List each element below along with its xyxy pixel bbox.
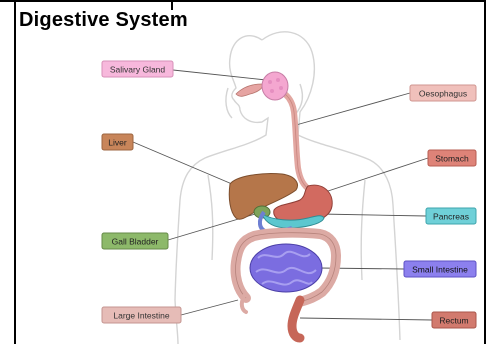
label-gall-bladder: Gall Bladder bbox=[102, 233, 168, 249]
label-salivary-gland-text: Salivary Gland bbox=[110, 65, 166, 75]
label-rectum: Rectum bbox=[432, 312, 476, 328]
mouth bbox=[236, 84, 262, 96]
label-rectum-text: Rectum bbox=[439, 316, 468, 326]
table-border bbox=[484, 0, 486, 344]
label-large-intestine-text: Large Intestine bbox=[113, 311, 170, 321]
label-oesophagus-text: Oesophagus bbox=[419, 89, 467, 99]
salivary-gland-organ bbox=[262, 72, 288, 100]
label-liver: Liver bbox=[102, 134, 133, 150]
label-pancreas-text: Pancreas bbox=[433, 212, 469, 222]
label-small-intestine: Small Intestine bbox=[404, 261, 476, 277]
label-salivary-gland: Salivary Gland bbox=[102, 61, 173, 77]
label-pancreas: Pancreas bbox=[426, 208, 476, 224]
label-stomach-text: Stomach bbox=[435, 154, 469, 164]
label-gall-bladder-text: Gall Bladder bbox=[112, 237, 159, 247]
rectum-organ bbox=[292, 300, 300, 338]
label-large-intestine: Large Intestine bbox=[102, 307, 181, 323]
label-liver-text: Liver bbox=[108, 138, 127, 148]
label-stomach: Stomach bbox=[428, 150, 476, 166]
digestive-system-diagram: Salivary Gland Oesophagus Liver Stomach … bbox=[16, 2, 484, 344]
label-oesophagus: Oesophagus bbox=[410, 85, 476, 101]
label-small-intestine-text: Small Intestine bbox=[412, 265, 468, 275]
small-intestine-organ bbox=[250, 244, 322, 292]
